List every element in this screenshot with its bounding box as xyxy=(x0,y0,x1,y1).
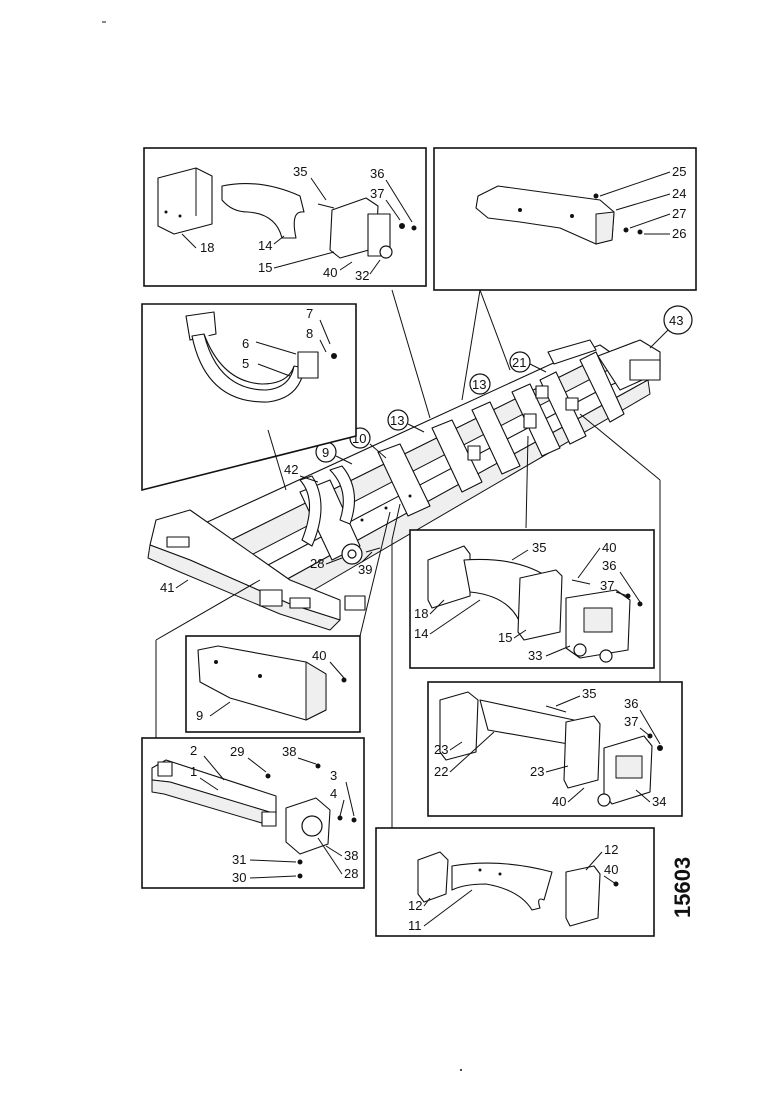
callout-4: 4 xyxy=(330,786,337,801)
callout-38-top: 38 xyxy=(282,744,296,759)
callout-35-box1: 35 xyxy=(293,164,307,179)
callout-27: 27 xyxy=(672,206,686,221)
member-9-parts xyxy=(197,645,347,721)
callout-15-box1: 15 xyxy=(258,260,272,275)
chassis-frame xyxy=(147,339,661,631)
callout-9-frame: 9 xyxy=(322,445,329,460)
callout-40-box4: 40 xyxy=(602,540,616,555)
callout-3: 3 xyxy=(330,768,337,783)
callout-25: 25 xyxy=(672,164,686,179)
callout-8: 8 xyxy=(306,326,313,341)
crossmember-parts xyxy=(475,185,643,245)
callout-33: 33 xyxy=(528,648,542,663)
callout-13-lower: 13 xyxy=(390,413,404,428)
callout-37-box6: 37 xyxy=(624,714,638,729)
callout-40-box8: 40 xyxy=(604,862,618,877)
callout-34: 34 xyxy=(652,794,666,809)
front-mount-parts xyxy=(157,167,417,259)
callout-6: 6 xyxy=(242,336,249,351)
callout-40-box5: 40 xyxy=(312,648,326,663)
callout-43: 43 xyxy=(669,313,683,328)
rear-crossmember-parts xyxy=(439,691,663,807)
callout-40-box6: 40 xyxy=(552,794,566,809)
callout-36-box6: 36 xyxy=(624,696,638,711)
callout-42: 42 xyxy=(284,462,298,477)
callout-32-box1: 32 xyxy=(355,268,369,283)
callout-2: 2 xyxy=(190,743,197,758)
callout-18-box1: 18 xyxy=(200,240,214,255)
rear-mount-parts xyxy=(427,545,643,663)
callout-23-box6-left: 23 xyxy=(434,742,448,757)
callout-35-box4: 35 xyxy=(532,540,546,555)
box-to-frame-leaders xyxy=(155,289,661,828)
callout-14-box1: 14 xyxy=(258,238,272,253)
callout-28-box7: 28 xyxy=(344,866,358,881)
callout-22: 22 xyxy=(434,764,448,779)
callout-40-box1: 40 xyxy=(323,265,337,280)
callout-7: 7 xyxy=(306,306,313,321)
callout-36-box4: 36 xyxy=(602,558,616,573)
callout-14-box4: 14 xyxy=(414,626,428,641)
callout-9-box5: 9 xyxy=(196,708,203,723)
callout-29: 29 xyxy=(230,744,244,759)
callout-15-box4: 15 xyxy=(498,630,512,645)
callout-5: 5 xyxy=(242,356,249,371)
figure-number: 15603 xyxy=(670,857,695,918)
callout-36-box1: 36 xyxy=(370,166,384,181)
callout-37-box1: 37 xyxy=(370,186,384,201)
callout-37-box4: 37 xyxy=(600,578,614,593)
callout-31: 31 xyxy=(232,852,246,867)
callout-18-box4: 18 xyxy=(414,606,428,621)
callout-12-right: 12 xyxy=(604,842,618,857)
callout-24: 24 xyxy=(672,186,686,201)
callout-39: 39 xyxy=(358,562,372,577)
callout-41: 41 xyxy=(160,580,174,595)
callout-21: 21 xyxy=(512,355,526,370)
callout-23-box6-right: 23 xyxy=(530,764,544,779)
callout-13-upper: 13 xyxy=(472,377,486,392)
member-11-parts xyxy=(417,851,619,927)
callout-28-frame: 28 xyxy=(310,556,324,571)
callout-1: 1 xyxy=(190,764,197,779)
callout-12-left: 12 xyxy=(408,898,422,913)
stay-parts xyxy=(185,311,337,403)
callout-11: 11 xyxy=(408,918,422,933)
callout-35-box6: 35 xyxy=(582,686,596,701)
callout-26: 26 xyxy=(672,226,686,241)
callout-38-bottom: 38 xyxy=(344,848,358,863)
callout-30: 30 xyxy=(232,870,246,885)
